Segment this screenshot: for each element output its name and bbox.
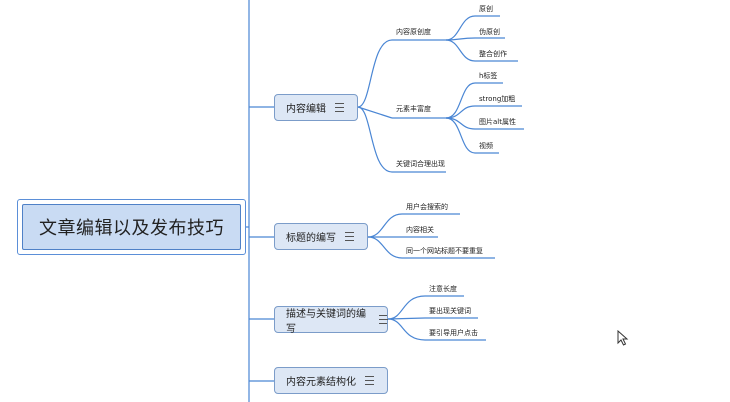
subtopic-content-relevant[interactable]: 内容相关 — [406, 226, 434, 234]
subtopic-originality[interactable]: 内容原创度 — [396, 28, 431, 36]
leaf-image-alt[interactable]: 图片alt属性 — [479, 118, 516, 126]
leaf-original[interactable]: 原创 — [479, 5, 493, 13]
leaf-strong-bold[interactable]: strong加粗 — [479, 95, 516, 103]
notes-icon[interactable] — [335, 103, 344, 112]
leaf-h-tag[interactable]: h标签 — [479, 72, 498, 80]
mouse-cursor-icon — [617, 330, 629, 346]
root-topic-label: 文章编辑以及发布技巧 — [22, 204, 241, 250]
topic-label: 描述与关键词的编写 — [286, 308, 366, 335]
subtopic-keyword-placement[interactable]: 关键词合理出现 — [396, 160, 445, 168]
notes-icon[interactable] — [345, 232, 354, 241]
topic-label: 标题的编写 — [286, 233, 336, 244]
topic-content-structuring[interactable]: 内容元素结构化 — [274, 367, 388, 394]
leaf-pseudo-original[interactable]: 伪原创 — [479, 28, 500, 36]
leaf-integrated-creation[interactable]: 整合创作 — [479, 50, 507, 58]
subtopic-guide-clicks[interactable]: 要引导用户点击 — [429, 329, 478, 337]
subtopic-include-keywords[interactable]: 要出现关键词 — [429, 307, 471, 315]
subtopic-element-richness[interactable]: 元素丰富度 — [396, 105, 431, 113]
topic-title-writing[interactable]: 标题的编写 — [274, 223, 368, 250]
subtopic-no-duplicate-titles[interactable]: 同一个网站标题不要重复 — [406, 247, 483, 255]
root-topic[interactable]: 文章编辑以及发布技巧 — [17, 199, 246, 255]
topic-description-keywords[interactable]: 描述与关键词的编写 — [274, 306, 389, 335]
subtopic-length[interactable]: 注意长度 — [429, 285, 457, 293]
leaf-video[interactable]: 视频 — [479, 142, 493, 150]
topic-content-editing[interactable]: 内容编辑 — [274, 94, 358, 121]
topic-label: 内容元素结构化 — [286, 377, 356, 388]
notes-icon[interactable] — [378, 315, 389, 324]
subtopic-user-search[interactable]: 用户会搜索的 — [406, 203, 448, 211]
topic-label: 内容编辑 — [286, 104, 326, 115]
notes-icon[interactable] — [365, 376, 374, 385]
